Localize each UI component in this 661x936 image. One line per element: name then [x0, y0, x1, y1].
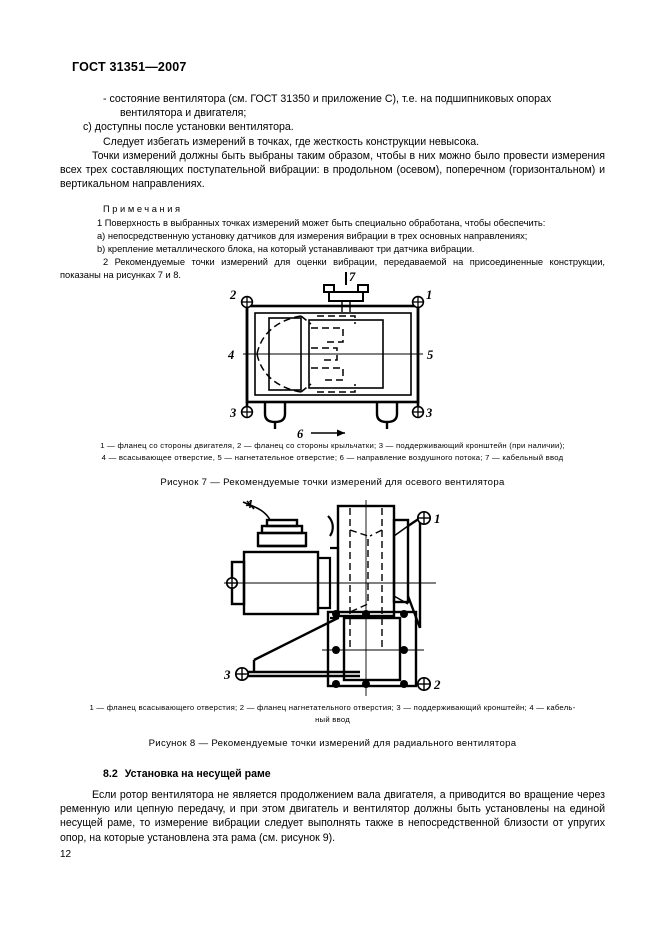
note-1b: b) крепление металлического блока, на ко…	[97, 243, 475, 254]
bullet-condition-line2: вентилятора и двигателя;	[120, 107, 247, 120]
section-8-2: 8.2 Установка на несущей раме Если ротор …	[60, 768, 605, 845]
figure-8-radial-fan: 1 2 3 4	[60, 500, 605, 698]
standard-header: ГОСТ 31351—2007	[72, 60, 187, 74]
section-8-2-paragraph: Если ротор вентилятора не является продо…	[60, 789, 605, 844]
page-content: ГОСТ 31351—2007 - состояние вентилятора …	[60, 0, 605, 936]
figure-7-axial-fan: 7 1 2 3 3 4 5 6	[60, 272, 605, 442]
figure-8-title: Рисунок 8 — Рекомендуемые точки измерени…	[148, 738, 517, 749]
figure-7-callout-6: 6	[297, 427, 304, 440]
figure-8-callout-1: 1	[434, 511, 441, 526]
list-item-c: c) доступны после установки вентилятора.	[83, 121, 294, 134]
figure-8-callout-4: 4	[245, 500, 253, 511]
figure-7-legend-line-1: 1 — фланец со стороны двигателя, 2 — фла…	[100, 441, 565, 450]
figure-7-drawing: 7 1 2 3 3 4 5 6	[227, 272, 433, 440]
figure-8-drawing: 1 2 3 4	[223, 500, 441, 696]
notes-title: Примечания	[103, 204, 183, 215]
figure-8-legend-line-1: 1 — фланец всасывающего отверстия; 2 — ф…	[89, 703, 576, 712]
section-8-2-heading: 8.2 Установка на несущей раме	[60, 768, 605, 780]
figure-7-callout-4: 4	[227, 348, 234, 362]
page-number: 12	[60, 849, 72, 860]
figure-8-callout-2: 2	[433, 677, 441, 692]
figure-7-callout-2: 2	[229, 288, 236, 302]
figure-8-legend-line-2: ный ввод	[315, 714, 350, 724]
figure-7-callout-7: 7	[349, 272, 356, 284]
note-2: 2 Рекомендуемые точки измерений для оцен…	[60, 256, 605, 280]
figure-7-callout-5: 5	[427, 348, 433, 362]
figure-7-callout-3-left: 3	[229, 406, 236, 420]
section-8-2-title: Установка на несущей раме	[124, 768, 271, 780]
figure-7-callout-1: 1	[426, 288, 432, 302]
figure-8-callout-3: 3	[223, 667, 231, 682]
figure-8-legend: 1 — фланец всасывающего отверстия; 2 — ф…	[60, 702, 605, 725]
bullet-condition-line1: - состояние вентилятора (см. ГОСТ 31350 …	[103, 93, 552, 105]
section-8-2-number: 8.2	[103, 768, 118, 780]
main-text-block: - состояние вентилятора (см. ГОСТ 31350 …	[60, 92, 605, 282]
figure-7-callout-3-right: 3	[425, 406, 432, 420]
note-1a: a) непосредственную установку датчиков д…	[97, 230, 528, 241]
note-1: 1 Поверхность в выбранных точках измерен…	[97, 217, 546, 228]
figure-7-title: Рисунок 7 — Рекомендуемые точки измерени…	[160, 477, 505, 488]
figure-7-legend: 1 — фланец со стороны двигателя, 2 — фла…	[60, 440, 605, 463]
avoid-stiffness-line: Следует избегать измерений в точках, где…	[103, 135, 480, 148]
figure-7-legend-line-2: 4 — всасывающее отверстие, 5 — нагнетате…	[101, 452, 564, 462]
measurement-points-paragraph: Точки измерений должны быть выбраны таки…	[60, 149, 605, 191]
